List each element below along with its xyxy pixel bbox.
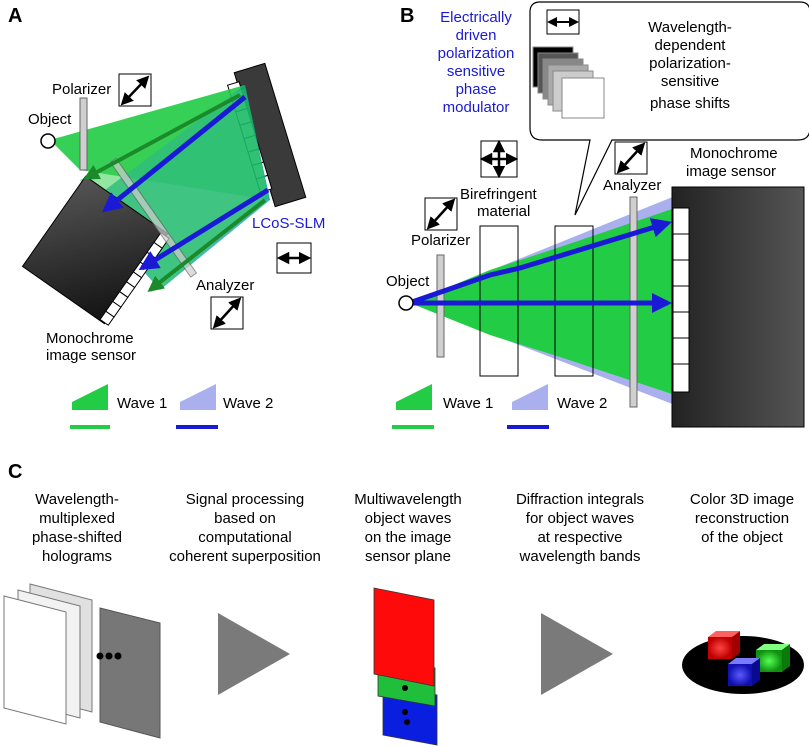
panel-b-legend: Wave 1 Wave 2 <box>392 384 607 429</box>
panel-a: A <box>8 5 325 429</box>
panel-a-object-label: Object <box>28 111 72 128</box>
panel-a-sensor-label-2: image sensor <box>46 347 136 364</box>
red-cube <box>708 631 740 659</box>
panel-a-wave1-swatch <box>72 384 108 410</box>
panel-c: C Wavelength- multiplexed phase-shifted … <box>3 461 804 746</box>
panel-a-green-arrows <box>83 93 267 292</box>
modulator-line-2: driven <box>456 27 497 44</box>
panel-a-letter: A <box>8 5 22 27</box>
step4-line-4: wavelength bands <box>519 548 641 565</box>
panel-b-birefringent-icon <box>479 139 519 179</box>
panel-b-wave2-label: Wave 2 <box>557 395 607 412</box>
step4-line-3: at respective <box>537 529 622 546</box>
panel-b-analyzer-label: Analyzer <box>603 177 661 194</box>
step2-line-1: Signal processing <box>186 491 304 508</box>
modulator-line-6: modulator <box>443 99 510 116</box>
callout-line-1: Wavelength- <box>648 19 732 36</box>
panel-b-wave2-swatch <box>512 384 548 410</box>
color-3d-reconstruction <box>682 631 804 694</box>
panel-b-polarizer-plate <box>436 254 445 358</box>
panel-b-sensor-label-2: image sensor <box>686 163 776 180</box>
step5-line-3: of the object <box>701 529 784 546</box>
panel-a-lcos-label: LCoS-SLM <box>252 215 325 232</box>
panel-b-polarizer-label: Polarizer <box>411 232 470 249</box>
step5-line-2: reconstruction <box>695 510 789 527</box>
step4-line-1: Diffraction integrals <box>516 491 644 508</box>
panel-b-blue-arrows <box>411 218 672 313</box>
step4-line-2: for object waves <box>526 510 634 527</box>
panel-a-analyzer-icon <box>210 296 244 330</box>
panel-a-polarizer-label: Polarizer <box>52 81 111 98</box>
panel-b-polarizer-icon <box>424 197 458 231</box>
callout-horizontal-icon <box>546 9 580 35</box>
panel-b-object-label: Object <box>386 273 430 290</box>
panel-a-polarizer-icon <box>118 73 152 107</box>
panel-b-object-dot <box>398 295 414 311</box>
planes-ellipsis <box>402 685 410 725</box>
panel-a-object-dot <box>40 133 56 149</box>
panel-b-birefringent-label-2: material <box>477 203 530 220</box>
step3-line-2: object waves <box>365 510 452 527</box>
panel-a-wave2-swatch <box>180 384 216 410</box>
step3-line-3: on the image <box>365 529 452 546</box>
phase-shift-stack <box>532 46 605 119</box>
panel-b-sensor <box>671 186 805 428</box>
step5-line-1: Color 3D image <box>690 491 794 508</box>
step-arrow-1 <box>218 613 290 695</box>
step3-line-1: Multiwavelength <box>354 491 462 508</box>
blue-cube <box>728 658 760 686</box>
rgb-wave-planes <box>373 587 438 746</box>
panel-a-lcos-icon <box>276 242 312 274</box>
panel-b-analyzer-icon <box>614 141 648 175</box>
step2-line-3: computational <box>198 529 291 546</box>
step3-line-4: sensor plane <box>365 548 451 565</box>
modulator-line-1: Electrically <box>440 9 512 26</box>
panel-b-sensor-pixels <box>672 207 690 393</box>
phase-shift-callout: Wavelength- dependent polarization- sens… <box>529 1 809 216</box>
panel-a-wave2-label: Wave 2 <box>223 395 273 412</box>
panel-b-modulator-text: Electrically driven polarization sensiti… <box>438 9 515 116</box>
modulator-line-5: phase <box>456 81 497 98</box>
hologram-ellipsis <box>96 652 122 660</box>
callout-line-3: polarization- <box>649 55 731 72</box>
panel-b-wave1-label: Wave 1 <box>443 395 493 412</box>
panel-a-wave1-label: Wave 1 <box>117 395 167 412</box>
panel-b-birefringent-label-1: Birefringent <box>460 186 538 203</box>
step-arrow-2 <box>541 613 613 695</box>
step1-line-1: Wavelength- <box>35 491 119 508</box>
panel-a-legend: Wave 1 Wave 2 <box>70 384 273 429</box>
panel-b-sensor-label-1: Monochrome <box>690 145 778 162</box>
step2-line-4: coherent superposition <box>169 548 321 565</box>
green-cube <box>756 644 790 672</box>
step1-line-2: multiplexed <box>39 510 115 527</box>
callout-line-5: phase shifts <box>650 95 730 112</box>
step1-line-3: phase-shifted <box>32 529 122 546</box>
modulator-line-3: polarization <box>438 45 515 62</box>
callout-line-2: dependent <box>655 37 727 54</box>
modulator-line-4: sensitive <box>447 63 505 80</box>
panel-a-sensor-label-1: Monochrome <box>46 330 134 347</box>
panel-b-wave1-swatch <box>396 384 432 410</box>
panel-a-polarizer-plate <box>79 97 88 171</box>
panel-c-letter: C <box>8 461 22 483</box>
step1-line-4: holograms <box>42 548 112 565</box>
panel-a-analyzer-label: Analyzer <box>196 277 254 294</box>
callout-line-4: sensitive <box>661 73 719 90</box>
panel-b-letter: B <box>400 5 414 27</box>
hologram-stack <box>3 583 161 739</box>
panel-a-blue-arrows <box>101 95 270 271</box>
step2-line-2: based on <box>214 510 276 527</box>
panel-b: B Object <box>386 1 809 429</box>
